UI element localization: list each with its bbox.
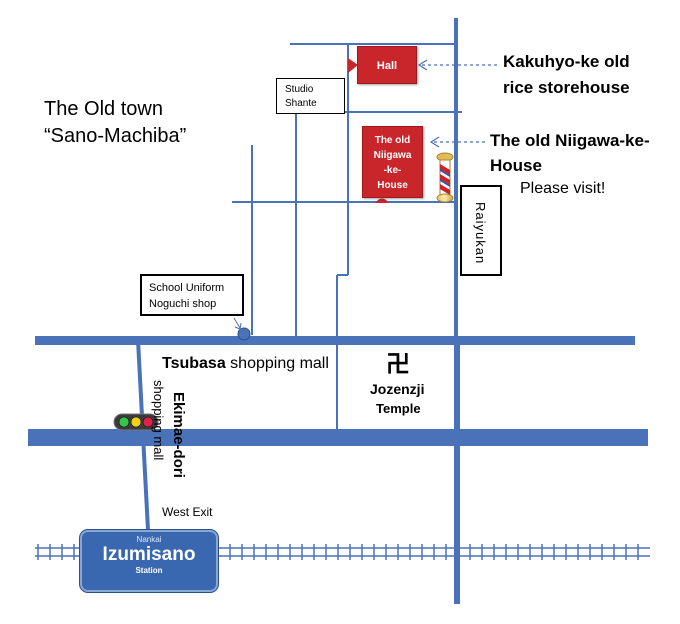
west-exit-label: West Exit [162,505,213,519]
izumisano-station: Nankai Izumisano Station [80,530,218,592]
niigawa-box-line4: House [377,180,408,191]
hall-label: Hall [376,60,398,72]
school-uniform-line1: School Uniform [149,282,225,294]
arrow-icon [417,59,497,148]
school-uniform-line2: Noguchi shop [149,298,217,310]
niigawa-callout-line1: The old Niigawa-ke- [490,131,650,150]
studio-line2: Shante [285,98,317,109]
niigawa-callout-line2: House [490,156,542,175]
station-name: Izumisano [102,544,196,565]
studio-line1: Studio [285,84,314,95]
temple-name: Jozenzji [370,381,425,397]
barber-pole-icon [436,152,454,203]
studio-shante-box: Studio Shante [276,78,345,114]
temple-label: Temple [376,401,421,416]
raiyukan-box: Raiyukan [460,185,502,276]
ekimae-shopping-mall-label: shopping mall [151,380,166,461]
niigawa-box-line3: -ke- [383,165,402,176]
station-line: Nankai [136,535,162,544]
tsubasa-rest: shopping mall [225,355,329,372]
please-visit-label: Please visit! [520,180,606,197]
hall-building: Hall [357,46,417,84]
niigawa-box-line2: Niigawa [373,150,412,161]
station-sub: Station [135,566,163,575]
school-uniform-box: School Uniform Noguchi shop [140,274,244,316]
raiyukan-label: Raiyukan [473,202,488,265]
niigawa-entrance-marker [375,198,389,203]
main-avenue [28,429,648,446]
main-roads [28,336,648,446]
traffic-light-icon [113,413,159,431]
temple-symbol-icon: 卍 [386,350,410,378]
niigawa-house-building: The old Niigawa -ke- House [362,126,423,198]
hall-entrance-marker [348,58,358,73]
pin-icon [237,327,251,341]
kakuhyo-callout-line1: Kakuhyo-ke old [503,52,630,71]
tsubasa-shopping-mall-label: Tsubasa shopping mall [162,355,329,373]
map-title-line2: “Sano-Machiba” [44,125,187,147]
niigawa-box-line1: The old [374,135,411,146]
kakuhyo-callout-line2: rice storehouse [503,78,630,97]
map-title-line1: The Old town [44,98,163,120]
ekimae-dori-label: Ekimae-dori [170,392,187,478]
tsubasa-road [35,336,635,345]
thin-streets [232,43,462,432]
tsubasa-bold: Tsubasa [162,355,226,372]
